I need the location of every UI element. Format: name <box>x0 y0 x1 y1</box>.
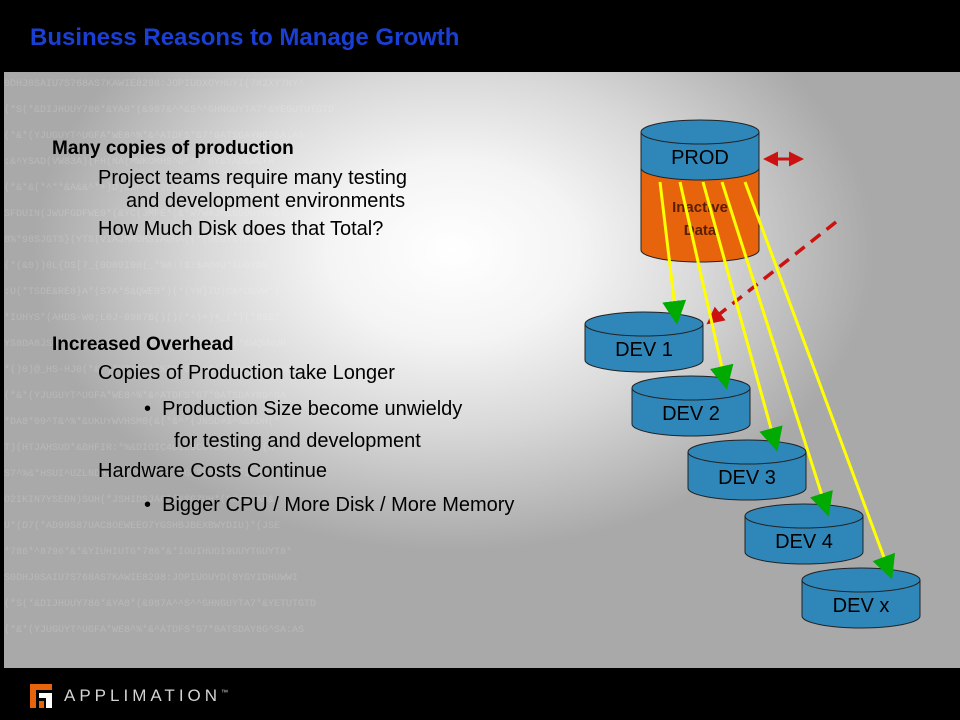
copy-arrows <box>658 181 896 580</box>
copy-arrow-dev1 <box>658 181 687 325</box>
trademark: ™ <box>221 689 229 697</box>
dev-4-cylinder: DEV 4 <box>744 503 864 565</box>
copy-arrow-devx <box>743 181 896 580</box>
inactive-data-cylinder: Inactive Data <box>640 164 760 263</box>
bullet-text: Production Size become unwieldy <box>162 398 463 420</box>
copy-arrow-dev4 <box>720 181 833 517</box>
bullet-bigger-cpu: • Bigger CPU / More Disk / More Memory <box>144 494 514 517</box>
brand-text: APPLIMATION <box>64 686 222 705</box>
footer-logo: APPLIMATION™ <box>30 684 228 708</box>
prod-cylinder: PROD <box>640 119 760 181</box>
text-dev-environments: and development environments <box>126 190 406 212</box>
dev-2-label: DEV 2 <box>662 403 720 425</box>
text-testing-development: for testing and development <box>174 430 421 452</box>
background-texture: 0DHJ0SAIU7S768AS7KAWIE8298:JOPIUOXOYHUYI… <box>4 79 335 636</box>
brand-name: APPLIMATION™ <box>64 686 228 706</box>
heading-many-copies: Many copies of production <box>52 138 294 159</box>
dev-2-cylinder: DEV 2 <box>631 375 751 437</box>
heading-increased-overhead: Increased Overhead <box>52 334 234 355</box>
prod-label: PROD <box>671 147 729 169</box>
dev-1-label: DEV 1 <box>615 339 673 361</box>
bullet-production-size: • Production Size become unwieldy <box>144 398 462 421</box>
archive-dashed-arrow <box>706 220 838 325</box>
bullet-icon: • <box>144 494 163 516</box>
dev-3-label: DEV 3 <box>718 467 776 489</box>
text-copies-longer: Copies of Production take Longer <box>98 362 395 384</box>
content-panel: 0DHJ0SAIU7S768AS7KAWIE8298:JOPIUOXOYHUYI… <box>4 72 960 668</box>
applimation-logo-icon <box>30 684 52 708</box>
dev-1-cylinder: DEV 1 <box>584 311 704 373</box>
text-how-much-disk: How Much Disk does that Total? <box>98 218 384 240</box>
dev-4-label: DEV 4 <box>775 531 833 553</box>
text-project-teams: Project teams require many testing <box>98 167 408 189</box>
slide-title: Business Reasons to Manage Growth <box>30 24 460 51</box>
text-hardware-costs: Hardware Costs Continue <box>98 460 327 482</box>
bullet-icon: • <box>144 398 163 420</box>
dev-x-label: DEV x <box>833 595 890 617</box>
copy-arrow-dev2 <box>678 181 734 390</box>
dev-3-cylinder: DEV 3 <box>687 439 807 501</box>
dev-x-cylinder: DEV x <box>801 567 921 629</box>
bullet-text: Bigger CPU / More Disk / More Memory <box>162 494 515 516</box>
inactive-label-1: Inactive <box>672 199 728 216</box>
copy-arrow-dev3 <box>701 181 783 452</box>
